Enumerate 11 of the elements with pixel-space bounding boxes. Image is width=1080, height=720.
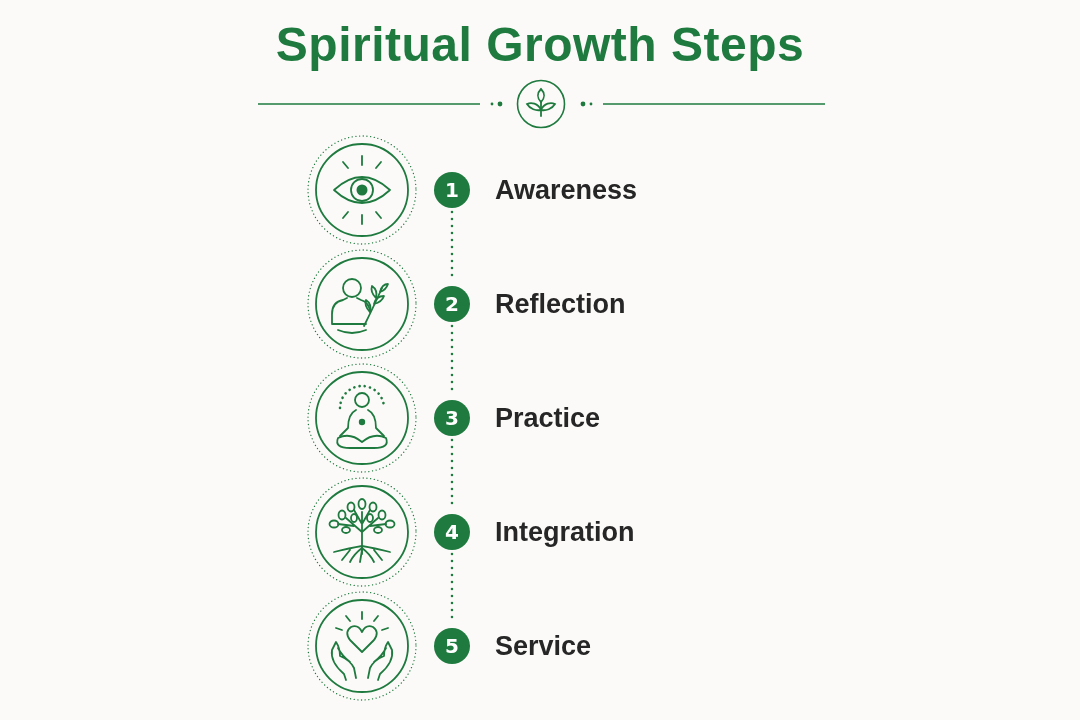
step-label: Integration	[495, 516, 635, 549]
step-number-circle: 5	[434, 628, 470, 664]
step-label: Practice	[495, 402, 601, 435]
step-label: Awareness	[495, 174, 638, 207]
step-label: Service	[495, 630, 592, 663]
step-number-circle: 4	[434, 514, 470, 550]
step-number-circle: 3	[434, 400, 470, 436]
step-label: Reflection	[495, 288, 626, 321]
title: Spiritual Growth Steps	[275, 17, 805, 73]
step-number-circle: 2	[434, 286, 470, 322]
step-number-circle: 1	[434, 172, 470, 208]
